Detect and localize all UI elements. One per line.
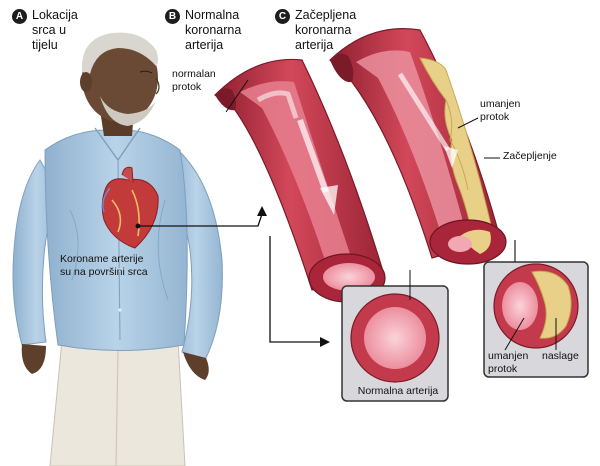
reduced-flow-label-bottom: umanjen protok [488,350,529,375]
plaque-cross [531,270,572,339]
right-hand [183,352,209,380]
hair [81,32,158,74]
heart [101,166,159,249]
panel-b-badge: B [165,9,180,24]
normal-artery-label: Normalna arterija [357,385,439,397]
reduced-flow-leader [457,117,479,129]
shirt [44,129,188,351]
head [82,34,158,122]
blocked-cross-section [483,261,589,378]
plaque-label: naslage [542,350,579,362]
normal-flow-label: normalan protok [172,68,216,93]
coronary-arteries-label: Koroname arterije su na površini srca [60,253,148,278]
panel-a-title: Lokacija srca u tijelu [32,8,78,52]
normal-connector [269,236,330,347]
panel-c-title: Začepljena koronarna arterija [295,8,357,52]
left-hand [21,344,46,374]
panel-b-title: Normalna koronarna arterija [185,8,242,52]
blockage-label: Začepljenje [503,150,557,162]
panel-a-heading: A Lokacija srca u tijelu [12,8,82,53]
panel-b-heading: B Normalna koronarna arterija [165,8,265,53]
heart-pointer [135,206,267,229]
blocked-artery [329,28,507,265]
reduced-flow-label-top: umanjen protok [480,98,521,123]
panel-c-badge: C [275,9,290,24]
normal-cross-section [341,270,449,402]
panel-a-badge: A [12,9,27,24]
beard [100,96,156,126]
normal-artery [214,58,386,303]
man-figure [12,32,223,466]
panel-c-heading: C Začepljena koronarna arterija [275,8,365,53]
